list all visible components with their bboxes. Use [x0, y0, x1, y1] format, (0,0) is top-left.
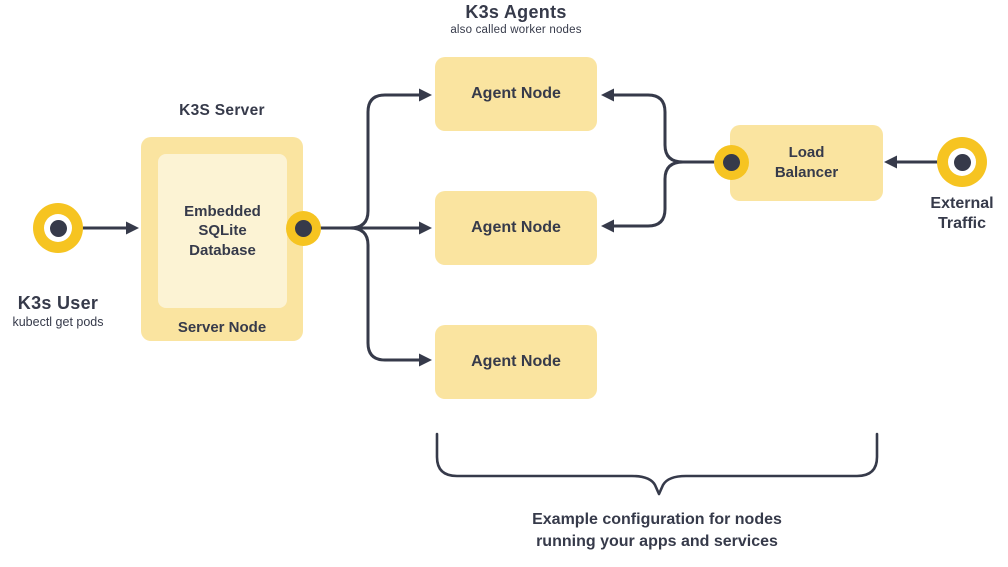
caption-line-1: Example configuration for nodes	[532, 511, 782, 528]
embedded-sqlite-database-box: Embedded SQLite Database	[158, 154, 287, 308]
arrow-lb-to-agent2	[612, 160, 719, 228]
agent-node-box-2: Agent Node	[435, 191, 597, 265]
caption: Example configuration for nodes running …	[457, 509, 857, 553]
k3s-user-label: K3s User	[17, 293, 99, 313]
arrow-lb-to-agent1	[612, 93, 719, 164]
arrow-server-to-agent1	[314, 93, 421, 230]
external-traffic-label: External Traffic	[930, 195, 994, 232]
load-balancer-connector-dot-core	[723, 154, 740, 171]
agent-node-box-3: Agent Node	[435, 325, 597, 399]
external-traffic-icon-core	[953, 153, 971, 171]
load-balancer-box: Load Balancer	[730, 125, 883, 201]
bottom-brace	[435, 432, 879, 496]
server-connector-dot	[286, 211, 321, 246]
arrowhead-server-to-agent1	[419, 88, 432, 102]
external-traffic-icon	[937, 137, 987, 187]
diagram-subtitle: also called worker nodes	[450, 24, 582, 36]
agent-node-box-1: Agent Node	[435, 57, 597, 131]
server-node-label: Server Node	[177, 319, 267, 336]
external-traffic-icon-ring	[948, 148, 976, 176]
load-balancer-connector-dot	[714, 145, 749, 180]
k3s-user-icon-core	[49, 219, 67, 237]
arrowhead-lb-to-agent1	[601, 88, 614, 102]
caption-line-2: running your apps and services	[536, 533, 778, 550]
arrowhead-server-to-agent3	[419, 353, 432, 367]
server-connector-dot-core	[295, 220, 312, 237]
k3s-user-icon	[33, 203, 83, 253]
k3s-user-icon-ring	[44, 214, 72, 242]
arrow-server-to-agent3	[314, 226, 421, 362]
k3s-server-title: K3S Server	[179, 102, 265, 119]
arrowhead-user-to-server	[126, 221, 139, 235]
load-balancer-label: Load Balancer	[774, 143, 839, 181]
server-node-box: Embedded SQLite Database Server Node	[141, 137, 303, 341]
arrowhead-server-to-agent2	[419, 221, 432, 235]
diagram-title: K3s Agents	[465, 2, 567, 22]
k3s-user-command: kubectl get pods	[12, 315, 104, 329]
arrowhead-lb-to-agent2	[601, 219, 614, 233]
arrowhead-external-to-lb	[884, 155, 897, 169]
